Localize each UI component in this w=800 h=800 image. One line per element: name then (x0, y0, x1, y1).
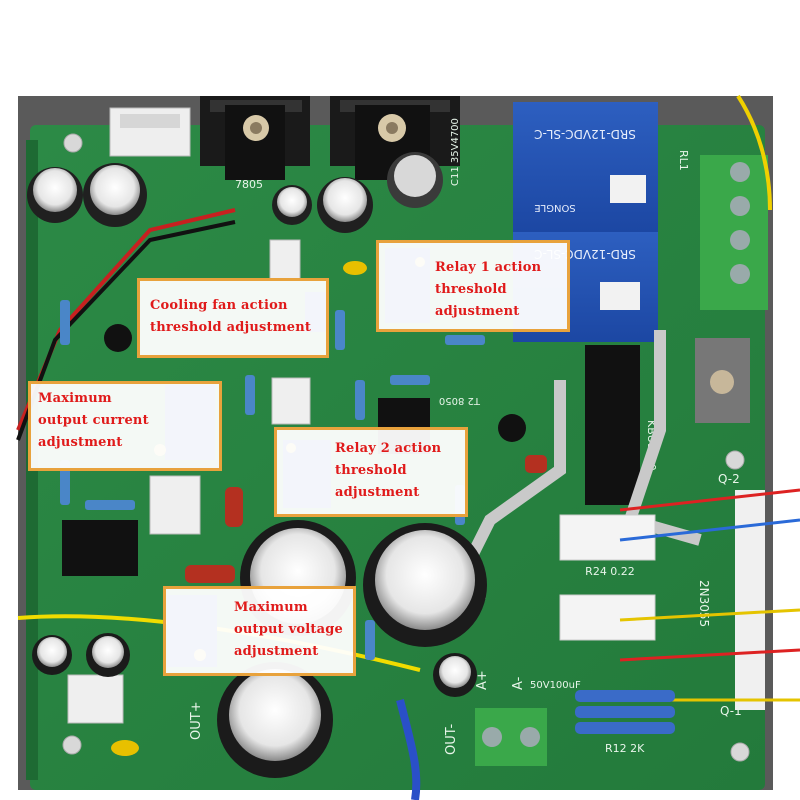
callout-relay2-line1: Relay 2 action (335, 441, 442, 456)
callout-cooling-fan-line1: Cooling fan action (150, 298, 288, 313)
connector-led (149, 475, 201, 535)
transistor-label: 2N3055 (697, 580, 711, 627)
callout-output-current-line3: adjustment (38, 435, 123, 450)
callout-output-voltage: Maximum output voltage adjustment (163, 586, 356, 676)
blue-resistors-bottom (575, 690, 675, 734)
callout-relay1-line3: adjustment (435, 304, 520, 319)
cap-50v100-label: 50V100uF (530, 680, 581, 691)
yellow-cap-2 (343, 261, 367, 275)
cap-c11-label: C11 35V4700 (450, 118, 461, 186)
relay-1-brand: SONGLE (534, 202, 575, 213)
yellow-cap (111, 740, 139, 756)
t2-label: T2 8050 (439, 395, 481, 406)
bridge-rectifier (585, 345, 640, 505)
callout-output-voltage-line3: adjustment (234, 644, 319, 659)
callout-output-current-line1: Maximum (38, 391, 112, 406)
out-minus-label: OUT- (444, 724, 459, 755)
red-cap-3 (525, 455, 547, 473)
output-terminal (475, 708, 547, 766)
r24-label: R24 0.22 (585, 565, 635, 578)
callout-relay1: Relay 1 action threshold adjustment (376, 240, 570, 332)
connector-mid (271, 377, 311, 425)
out-plus-label: OUT+ (189, 701, 204, 740)
small-caps-bottom-left (32, 633, 477, 697)
small-resistors (60, 300, 485, 660)
a-minus-label: A- (511, 676, 526, 690)
big-cap-bottom (217, 662, 333, 778)
a-plus-label: A+ (475, 670, 490, 690)
transistor-t3 (104, 324, 132, 352)
red-cap-1 (225, 487, 243, 527)
q1-label: Q-1 (720, 704, 742, 718)
big-cap-center-right (363, 523, 487, 647)
transistor-t2 (498, 414, 526, 442)
callout-relay2-line2: threshold (335, 463, 407, 478)
callout-output-current: Maximum output current adjustment (28, 381, 222, 471)
callout-output-voltage-line2: output voltage (234, 622, 343, 637)
terminal-block-right (700, 155, 768, 310)
callout-relay2: Relay 2 action threshold adjustment (274, 427, 468, 517)
callout-cooling-fan-line2: threshold adjustment (150, 320, 312, 335)
heatsink-right (330, 96, 460, 180)
red-cap-2 (185, 565, 235, 583)
ic-left (62, 520, 138, 576)
relay-1-model: SRD-12VDC-SL-C (534, 127, 636, 141)
r12-label: R12 2K (605, 742, 645, 755)
q1-terminal (735, 600, 765, 710)
callout-output-voltage-line1: Maximum (234, 600, 308, 615)
cap-top-middle (272, 152, 443, 233)
reg-7805-label: 7805 (235, 178, 263, 191)
callout-relay1-line1: Relay 1 action (435, 260, 542, 275)
relay-rl1-label: RL1 (677, 150, 690, 171)
q2-terminal (735, 490, 765, 600)
q2-label: Q-2 (718, 472, 740, 486)
cap-top-left (27, 163, 147, 227)
connector-bottom-left (67, 674, 124, 724)
callout-relay2-line3: adjustment (335, 485, 420, 500)
connector-top-mid (269, 239, 301, 281)
callout-output-current-line2: output current (38, 413, 149, 428)
callout-relay1-line2: threshold (435, 282, 507, 297)
callout-cooling-fan: Cooling fan action threshold adjustment (137, 278, 329, 358)
heatsink-left (200, 96, 310, 180)
relay-1: SRD-12VDC-SL-C SONGLE (513, 102, 658, 232)
